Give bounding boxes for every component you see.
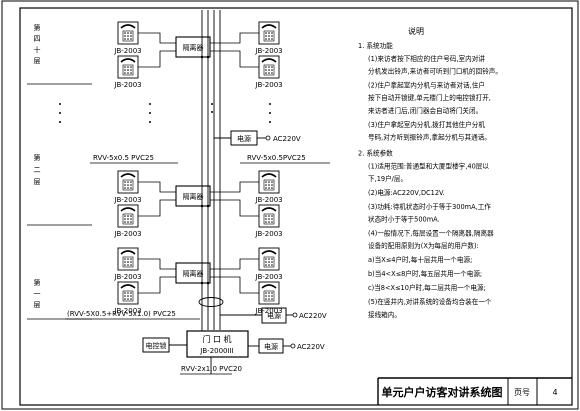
isolator-label: 隔离器 <box>183 192 204 201</box>
drawing-border <box>19 7 573 406</box>
notes-line: (2)住户拿起室内分机与来访者对话,住户 <box>368 81 485 90</box>
notes-line: c)当8<X≤10户时,每二层共用一个电源; <box>368 283 486 292</box>
phone-model-label: JB-2003 <box>113 230 141 238</box>
cable-label-left: RVV-5x0.5 PVC25 <box>93 154 154 162</box>
phone-model-label: JB-2003 <box>113 47 141 55</box>
floor-label-second: 第二层 <box>34 153 41 186</box>
notes-line: 分机发出铃声,来访者可听到门口机的回铃声。 <box>368 67 502 76</box>
phone-model-label: JB-2003 <box>254 230 282 238</box>
door-unit-model: JB-2000III <box>199 347 233 355</box>
notes-panel: 说明 1. 系统功能 (1)来访者按下相应的住户号码,室内对讲分机发出铃声,来访者… <box>358 26 502 319</box>
intercom-handset-icon <box>258 21 280 45</box>
power-unit-first-floor: 电源 AC220V <box>220 307 327 324</box>
notes-line: a)当X≤4户时,每十层共用一个电源; <box>368 255 472 264</box>
power-label: 电源 <box>267 311 281 320</box>
ac220-label: AC220V <box>273 135 301 143</box>
isolator-box: 隔离器 <box>175 262 211 284</box>
phone-model-label: JB-2003 <box>113 196 141 204</box>
intercom-handset-icon <box>117 247 139 271</box>
intercom-handset-icon <box>117 21 139 45</box>
notes-heading: 说明 <box>408 26 424 36</box>
notes-section-title: 2. 系统参数 <box>358 148 393 157</box>
intercom-handset-icon <box>117 204 139 228</box>
lock-label: 电控锁 <box>146 341 167 350</box>
intercom-handset-icon <box>258 204 280 228</box>
power-label: 电源 <box>237 134 251 143</box>
notes-line: 来访者进门后,闭门器会自动将门关闭。 <box>368 106 482 115</box>
main-cable-label: (RVV-5X0.5+RVV-5x1.0) PVC25 <box>67 310 176 318</box>
floor-label-top: 第四十层 <box>34 23 41 65</box>
isolator-label: 隔离器 <box>183 43 204 52</box>
notes-line: 设备的配用原则为(X为每层的用户数): <box>368 241 479 250</box>
notes-line: (5)在竖井内,对讲系统的设备均合装在一个 <box>368 297 492 306</box>
cable-label-right: RVV-5x0.5PVC25 <box>247 154 306 162</box>
notes-line: (2)电源:AC220V,DC12V. <box>368 188 445 197</box>
phone-model-label: JB-2003 <box>113 273 141 281</box>
notes-line: 下,19户/层。 <box>368 174 407 183</box>
phone-model-label: JB-2003 <box>113 307 141 315</box>
notes-line: (3)功耗:待机状态时小于等于300mA,工作 <box>368 202 491 211</box>
bottom-cable-label: RVV-2x1.0 PVC20 <box>181 365 242 373</box>
phone-model-label: JB-2003 <box>254 47 282 55</box>
phone-model-label: JB-2003 <box>113 81 141 89</box>
phone-model-label: JB-2003 <box>254 307 282 315</box>
riser-lines <box>201 10 221 330</box>
notes-line: (1)适用范围:普通型和大厦型楼宇,40层以 <box>368 161 489 170</box>
door-unit: 门 口 机 JB-2000III <box>186 330 249 358</box>
power-unit-upper: 电源 AC220V <box>214 130 301 146</box>
phone-model-label: JB-2003 <box>254 81 282 89</box>
intercom-handset-icon <box>258 281 280 305</box>
intercom-handset-icon <box>258 247 280 271</box>
ac220-label: AC220V <box>299 312 327 320</box>
page-label: 页号 <box>514 388 530 397</box>
notes-section-title: 1. 系统功能 <box>358 41 393 50</box>
notes-line: b)当4<X≤8户时,每五层共用一个电源; <box>368 269 482 278</box>
cable-bundle-marker <box>198 297 224 307</box>
door-unit-label: 门 口 机 <box>202 334 231 344</box>
intercom-handset-icon <box>117 55 139 79</box>
notes-line: 接线箱内。 <box>368 310 401 319</box>
floor-label-first: 第一层 <box>34 278 41 309</box>
notes-line: (3)住户拿起室内分机,拨打其他住户分机 <box>368 120 485 129</box>
notes-line: 状态时小于等于500mA. <box>368 215 440 224</box>
notes-line: (1)来访者按下相应的住户号码,室内对讲 <box>368 54 485 63</box>
isolator-box: 隔离器 <box>175 185 211 207</box>
drawing-title: 单元户户访客对讲系统图 <box>382 385 503 399</box>
isolator-label: 隔离器 <box>183 269 204 278</box>
floor-labels: 第四十层 第二层 第一层 <box>27 23 92 320</box>
phone-model-label: JB-2003 <box>254 196 282 204</box>
notes-line: 按下自动开锁键,单元楼门上的电控锁打开, <box>368 93 491 102</box>
title-block: 单元户户访客对讲系统图 页号 4 <box>377 377 572 405</box>
ac220-label: AC220V <box>297 343 325 351</box>
notes-line: (4)一般情况下,每层设置一个隔离器,隔离器 <box>368 229 494 238</box>
power-label: 电源 <box>264 342 278 351</box>
floor-groups: JB-2003JB-2003JB-2003JB-2003隔离器JB-2003JB… <box>113 21 283 315</box>
intercom-handset-icon <box>117 170 139 194</box>
notes-line: 号码,对方听到振铃声,拿起分机与其通话。 <box>368 132 491 141</box>
page-number: 4 <box>552 388 557 397</box>
electric-lock: 电控锁 <box>142 337 187 353</box>
intercom-handset-icon <box>258 55 280 79</box>
intercom-handset-icon <box>117 281 139 305</box>
isolator-box: 隔离器 <box>175 36 211 58</box>
intercom-handset-icon <box>258 170 280 194</box>
continuation-dots <box>59 103 271 123</box>
phone-model-label: JB-2003 <box>254 273 282 281</box>
power-unit-door: 电源 AC220V <box>248 338 325 354</box>
